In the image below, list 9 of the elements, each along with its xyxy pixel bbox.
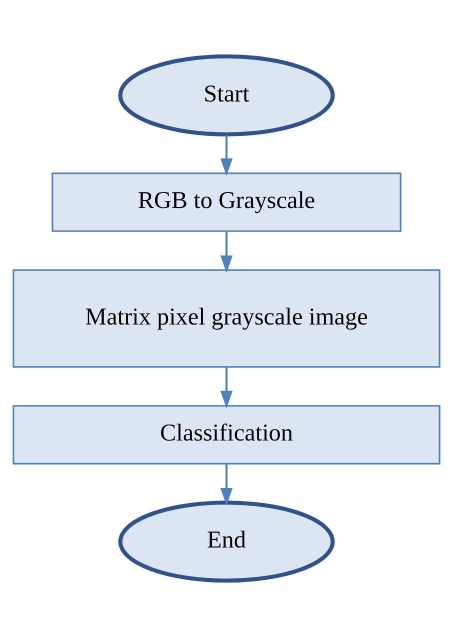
arrow [220, 464, 233, 506]
node-box: Matrix pixel grayscale image [12, 268, 440, 368]
arrow [220, 366, 233, 408]
arrow [220, 134, 233, 176]
node-box: RGB to Grayscale [52, 172, 402, 232]
node-ellipse: Start [118, 54, 335, 136]
node-ellipse: End [118, 500, 335, 582]
node-box: Classification [12, 404, 440, 464]
arrow [220, 231, 233, 272]
